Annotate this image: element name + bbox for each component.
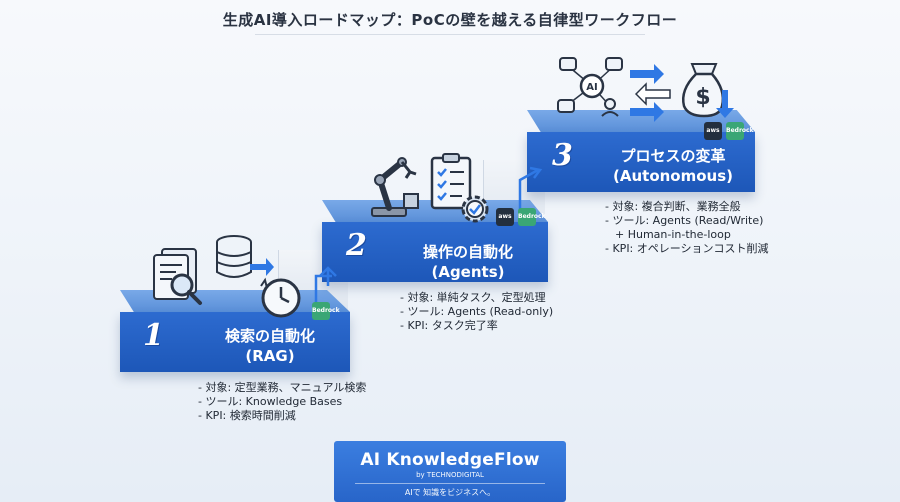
step-1-subtitle: (RAG) <box>245 347 295 365</box>
checklist-icon <box>430 153 472 210</box>
title-divider <box>255 34 645 35</box>
money-bag-icon: $ <box>682 63 734 118</box>
step-3-subtitle: (Autonomous) <box>613 167 733 185</box>
step-1 <box>120 290 350 372</box>
step-2-note: - KPI: タスク完了率 <box>400 319 498 332</box>
step-3-title: プロセスの変革 <box>620 147 726 165</box>
brand-name: AI KnowledgeFlow <box>360 450 540 470</box>
step-2-number: 2 <box>346 228 367 263</box>
step-2-front <box>322 222 548 282</box>
bedrock-badge: Bedrock <box>518 208 546 226</box>
step-1-note: - 対象: 定型業務、マニュアル検索 <box>198 381 367 394</box>
step-3-note: - KPI: オペレーションコスト削減 <box>605 242 769 255</box>
step-1-label: 検索の自動化 (RAG) <box>200 326 340 366</box>
step-2-note: - ツール: Agents (Read-only) <box>400 305 554 318</box>
arrow-up-icon <box>518 166 543 210</box>
page-title: 生成AI導入ロードマップ：PoCの壁を越える自律型ワークフロー <box>222 11 678 29</box>
robot-arm-icon <box>371 157 419 217</box>
exchange-arrows-icon <box>630 64 671 122</box>
step-3-front <box>527 132 755 192</box>
step-2-label: 操作の自動化 (Agents) <box>398 242 538 282</box>
brand-logo: AI KnowledgeFlow by TECHNODIGITAL AIで 知識… <box>334 441 566 502</box>
step-2-note: - 対象: 単純タスク、定型処理 <box>400 291 546 304</box>
arrow-up-icon <box>314 266 337 308</box>
step-3-notes: - 対象: 複合判断、業務全般 - ツール: Agents (Read/Writ… <box>605 200 769 256</box>
brand-by: by TECHNODIGITAL <box>416 471 484 479</box>
aws-badge: aws <box>496 208 514 226</box>
ai-label: AI <box>586 82 597 93</box>
step-1-front <box>120 312 350 372</box>
step-1-note: - KPI: 検索時間削減 <box>198 409 296 422</box>
bedrock-badge: Bedrock <box>312 302 340 320</box>
document-search-icon <box>153 248 202 305</box>
step-2-notes: - 対象: 単純タスク、定型処理 - ツール: Agents (Read-onl… <box>400 291 553 333</box>
brand-divider <box>355 483 545 484</box>
ai-network-icon: AI <box>557 57 623 117</box>
svg-text:$: $ <box>695 85 710 110</box>
step-3-note: + Human-in-the-loop <box>615 228 731 241</box>
step-3-label: プロセスの変革 (Autonomous) <box>598 146 748 186</box>
step-1-note: - ツール: Knowledge Bases <box>198 395 343 408</box>
step-3-note: - 対象: 複合判断、業務全般 <box>605 200 741 213</box>
step-2-title: 操作の自動化 <box>422 243 513 261</box>
step-3-number: 3 <box>552 138 573 173</box>
step-1-title: 検索の自動化 <box>224 327 315 345</box>
step-3-note: - ツール: Agents (Read/Write) <box>605 214 764 227</box>
step-3 <box>527 110 755 192</box>
database-icon <box>216 235 274 278</box>
clock-icon <box>260 277 301 318</box>
bedrock-badge: Bedrock <box>726 122 754 140</box>
step-2-subtitle: (Agents) <box>431 263 505 281</box>
step-1-number: 1 <box>143 318 164 353</box>
brand-tagline: AIで 知識をビジネスへ。 <box>404 488 496 497</box>
aws-badge: aws <box>704 122 722 140</box>
step-1-notes: - 対象: 定型業務、マニュアル検索 - ツール: Knowledge Base… <box>198 381 366 423</box>
gear-check-icon <box>461 195 489 223</box>
